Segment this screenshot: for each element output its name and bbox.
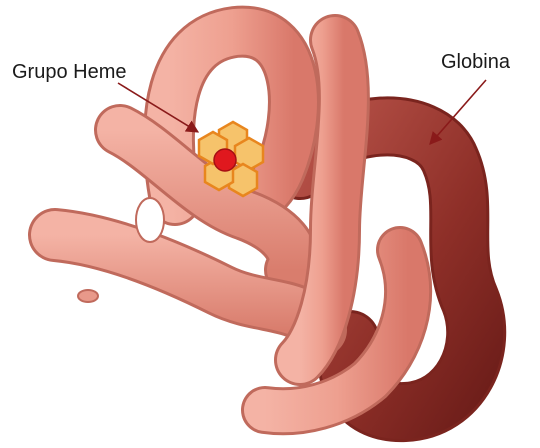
globin-gap-highlight (136, 198, 164, 242)
iron-atom-icon (214, 149, 236, 171)
globin-label: Globina (441, 52, 510, 72)
heme-group-label: Grupo Heme (12, 62, 127, 82)
